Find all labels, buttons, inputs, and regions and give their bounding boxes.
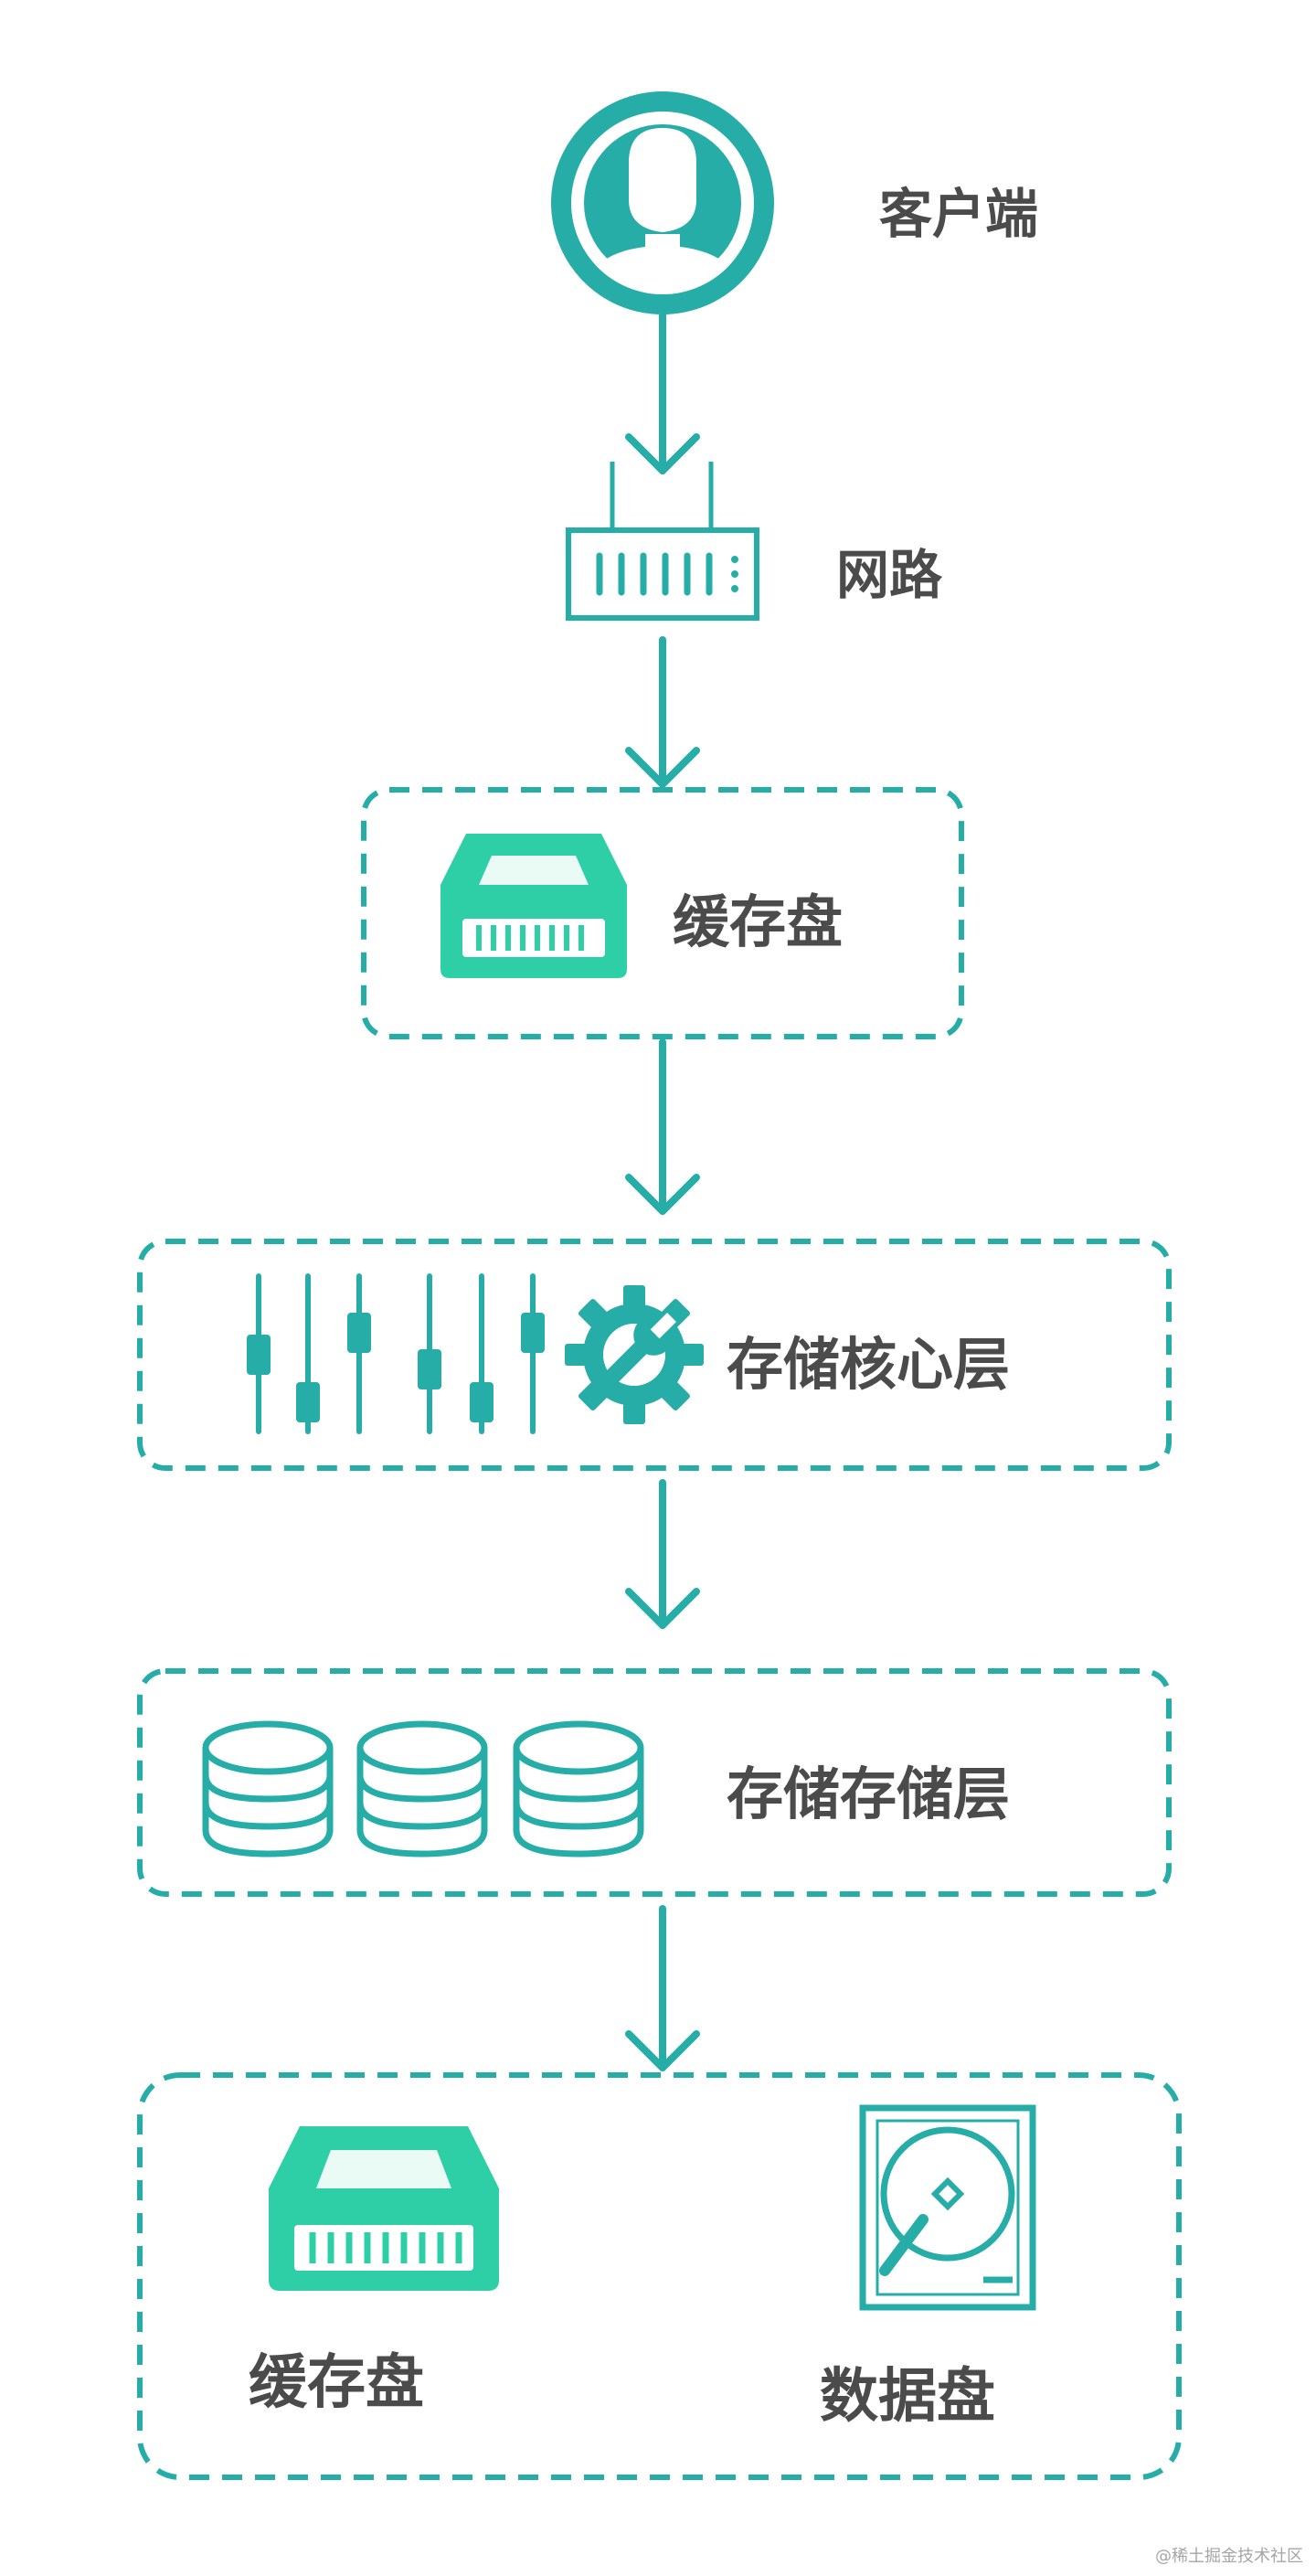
disks-box <box>137 2072 1182 2480</box>
drive-icon <box>440 834 627 978</box>
label-core: 存储核心层 <box>727 1331 1011 1398</box>
arrow-storage-to-disks <box>625 1905 700 2071</box>
label-bottom-data: 数据盘 <box>820 2363 995 2431</box>
gear-wrench-icon <box>565 1285 704 1424</box>
watermark: @稀土掘金技术社区 <box>1155 2547 1303 2566</box>
user-avatar-icon <box>551 91 774 314</box>
core-box <box>137 1239 1172 1471</box>
storage-box <box>137 1668 1172 1897</box>
label-network: 网路 <box>836 544 943 606</box>
arrow-core-to-storage <box>625 1479 700 1629</box>
arrow-network-to-cache <box>625 636 700 788</box>
slider-bars-icon <box>247 1273 545 1434</box>
cache-box <box>361 787 964 1039</box>
hard-disk-icon <box>859 2104 1036 2311</box>
arrow-cache-to-core <box>625 1038 700 1215</box>
label-cache: 缓存盘 <box>673 889 844 955</box>
router-icon <box>566 462 759 621</box>
label-storage: 存储存储层 <box>727 1761 1011 1827</box>
label-client: 客户端 <box>879 183 1039 245</box>
label-bottom-cache: 缓存盘 <box>249 2349 424 2417</box>
arrow-client-to-network <box>625 312 700 474</box>
database-icon <box>202 1720 644 1857</box>
drive-icon <box>269 2126 499 2291</box>
